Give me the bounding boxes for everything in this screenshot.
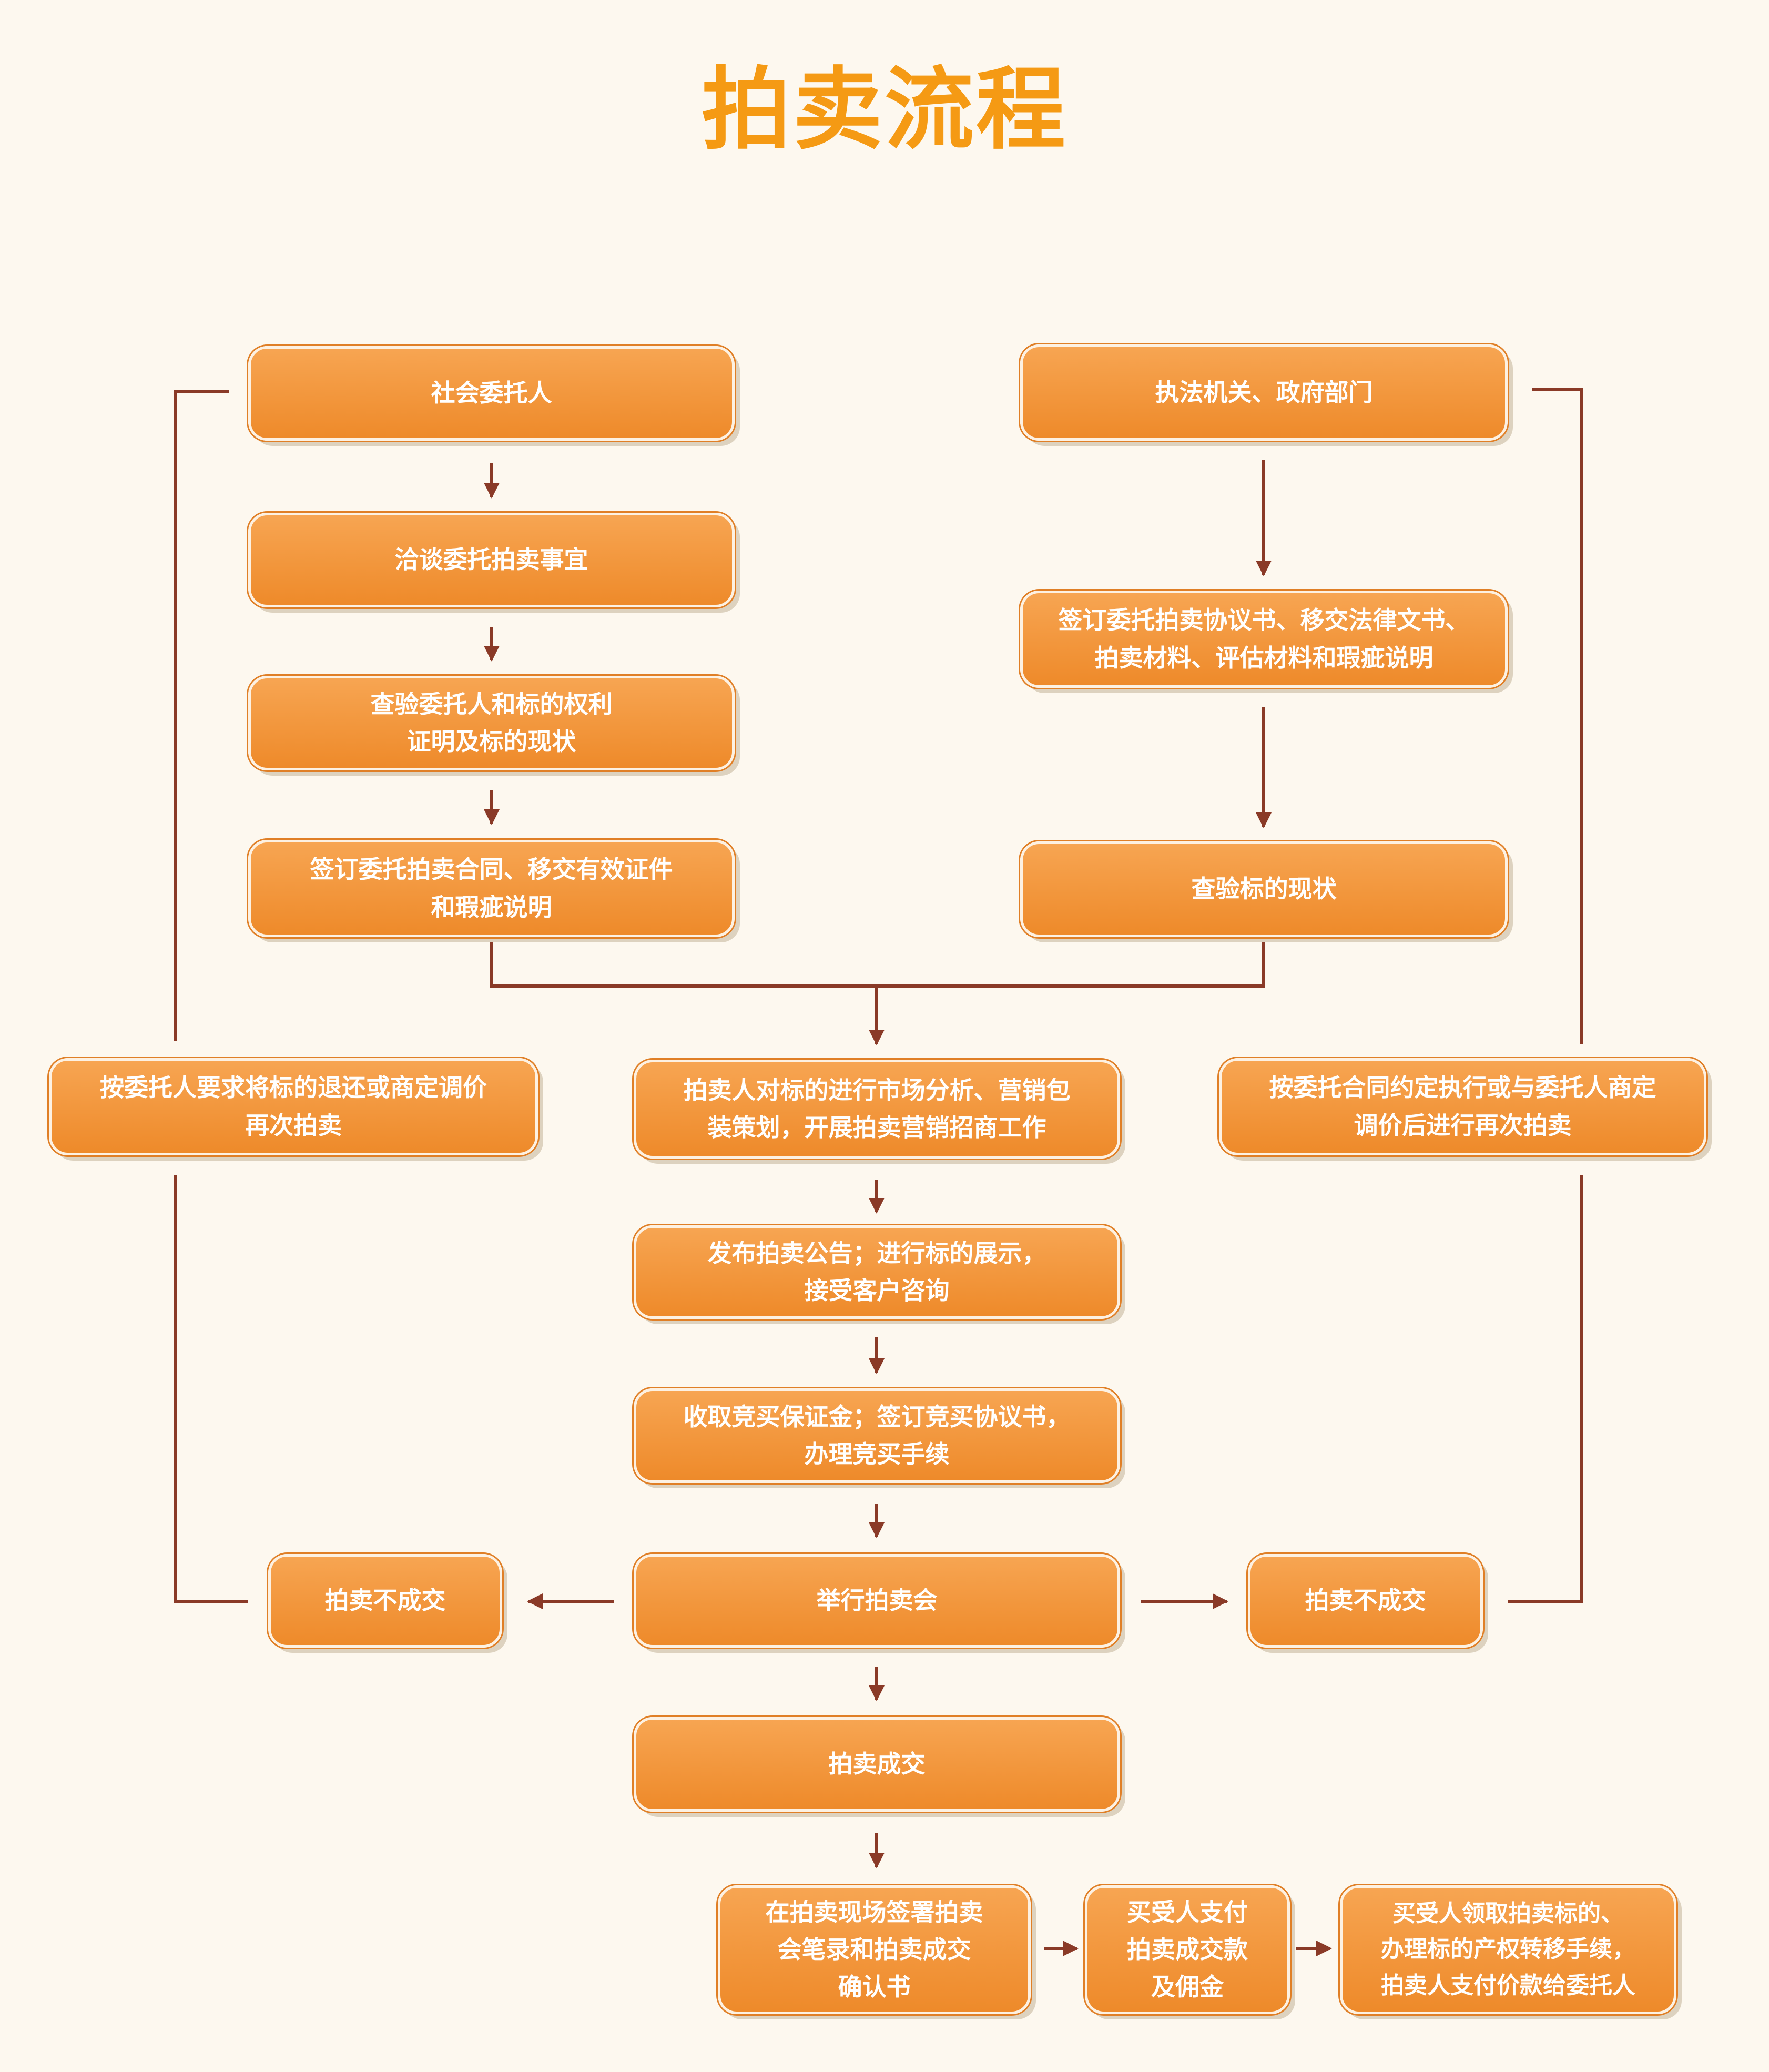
step-announcement: 发布拍卖公告；进行标的展示， 接受客户咨询 xyxy=(634,1225,1120,1319)
step-negotiate: 洽谈委托拍卖事宜 xyxy=(248,513,735,607)
step-deposit: 收取竞买保证金；签订竞买协议书， 办理竞买手续 xyxy=(634,1388,1120,1483)
step-left-retry: 按委托人要求将标的退还或商定调价 再次拍卖 xyxy=(49,1058,538,1155)
step-verify-rights: 查验委托人和标的权利 证明及标的现状 xyxy=(248,676,735,770)
step-auction: 举行拍卖会 xyxy=(634,1554,1120,1648)
step-transfer: 买受人领取拍卖标的、 办理标的产权转移手续， 拍卖人支付价款给委托人 xyxy=(1340,1885,1676,2014)
step-buyer-pay: 买受人支付 拍卖成交款 及佣金 xyxy=(1085,1885,1290,2014)
step-verify-status: 查验标的现状 xyxy=(1020,841,1508,937)
step-authorities: 执法机关、政府部门 xyxy=(1020,344,1508,441)
merge-bracket xyxy=(490,937,1265,988)
step-deal: 拍卖成交 xyxy=(634,1717,1120,1812)
loop-fail-right-to-retry xyxy=(1508,1175,1583,1603)
step-sign-agreement: 签订委托拍卖协议书、移交法律文书、 拍卖材料、评估材料和瑕疵说明 xyxy=(1020,591,1508,688)
step-market-analysis: 拍卖人对标的进行市场分析、营销包 装策划，开展拍卖营销招商工作 xyxy=(634,1060,1120,1159)
step-fail-right: 拍卖不成交 xyxy=(1248,1554,1483,1648)
step-right-retry: 按委托合同约定执行或与委托人商定 调价后进行再次拍卖 xyxy=(1219,1058,1706,1155)
loop-retry-to-authorities xyxy=(1532,388,1583,1044)
step-social-client: 社会委托人 xyxy=(248,346,735,441)
loop-fail-left-to-retry xyxy=(174,1175,248,1603)
step-sign-contract: 签订委托拍卖合同、移交有效证件 和瑕疵说明 xyxy=(248,840,735,937)
page-title: 拍卖流程 xyxy=(701,58,1068,162)
step-sign-record: 在拍卖现场签署拍卖 会笔录和拍卖成交 确认书 xyxy=(718,1885,1031,2014)
step-fail-left: 拍卖不成交 xyxy=(268,1554,502,1648)
loop-retry-to-client xyxy=(174,390,229,1041)
